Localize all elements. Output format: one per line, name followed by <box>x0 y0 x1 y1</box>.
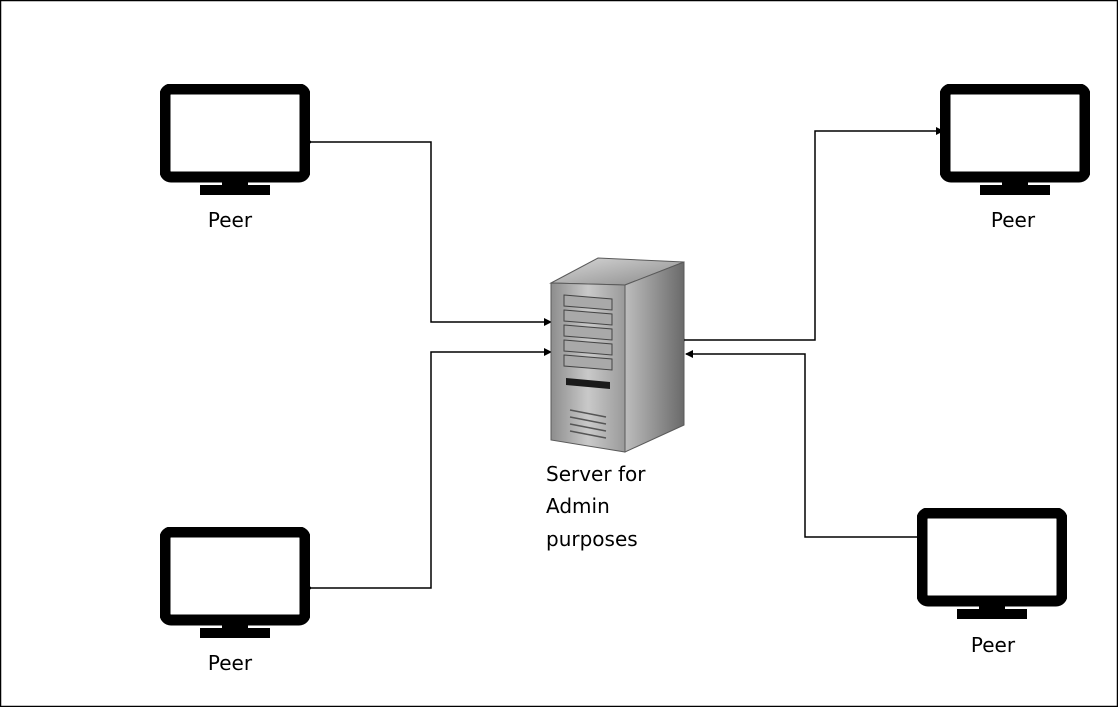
server-label-line-2: Admin <box>546 494 610 518</box>
connector-top-right <box>679 127 944 344</box>
server: Server for Admin purposes <box>546 257 685 551</box>
peer-top-left: Peer <box>165 89 305 232</box>
peer-label: Peer <box>971 633 1016 657</box>
monitor-icon <box>945 89 1085 195</box>
peer-label: Peer <box>208 651 253 675</box>
connector-bottom-right <box>685 350 919 538</box>
server-label-line-1: Server for <box>546 462 646 486</box>
connector-top-left <box>305 138 552 326</box>
server-label-line-3: purposes <box>546 527 638 551</box>
peer-label: Peer <box>991 208 1036 232</box>
connectors <box>305 127 944 592</box>
peer-top-right: Peer <box>945 89 1085 232</box>
monitor-icon <box>165 532 305 638</box>
monitor-icon <box>165 89 305 195</box>
connector-bottom-left <box>305 348 552 592</box>
peer-bottom-right: Peer <box>922 513 1062 657</box>
monitor-icon <box>922 513 1062 619</box>
peer-label: Peer <box>208 208 253 232</box>
server-tower-icon <box>549 257 685 453</box>
peer-bottom-left: Peer <box>165 532 305 675</box>
